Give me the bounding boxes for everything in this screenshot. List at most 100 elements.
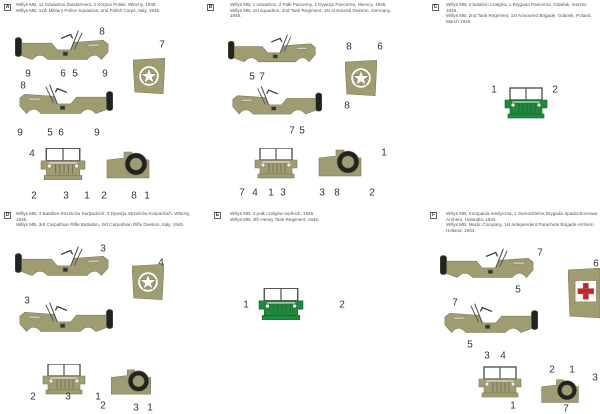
callout: 9 (17, 127, 23, 139)
callout: 4 (158, 257, 164, 269)
callout: 1 (147, 402, 153, 414)
caption-english: Willys MB, Medic Company, 1st Independen… (446, 222, 595, 233)
panel-caption: Willys MB, 11 Szwadron Żandarmerii, 2 Ko… (16, 2, 196, 13)
callout: 1 (84, 190, 90, 202)
caption-english: Willys MB, 2nd Tank Regiment, 1st Armour… (446, 13, 592, 24)
callout: 8 (131, 190, 137, 202)
callout: 6 (58, 127, 64, 139)
callout: 1 (381, 147, 387, 159)
jeep-rear (318, 148, 362, 180)
callout: 1 (510, 400, 516, 412)
callout: 7 (452, 297, 458, 309)
callout: 6 (60, 68, 66, 80)
callout: 4 (500, 350, 506, 362)
caption-polish: Willys MB, 11 Szwadron Żandarmerii, 2 Ko… (16, 2, 157, 7)
callout: 8 (334, 187, 340, 199)
callout: 4 (252, 187, 258, 199)
callout: 1 (144, 190, 150, 202)
callout: 9 (102, 68, 108, 80)
jeep-front (254, 148, 298, 180)
callout: 3 (484, 350, 490, 362)
hood-star (345, 56, 377, 100)
callout: 2 (30, 391, 36, 403)
callout: 1 (268, 187, 274, 199)
callout: 5 (299, 125, 305, 137)
callout: 7 (239, 187, 245, 199)
callout: 7 (289, 125, 295, 137)
jeep-right-side (17, 84, 113, 120)
jeep-right-side (17, 302, 113, 338)
callout: 5 (467, 339, 473, 351)
callout: 5 (47, 127, 53, 139)
callout: 7 (259, 71, 265, 83)
callout: 2 (549, 364, 555, 376)
jeep-front-green (258, 288, 304, 322)
jeep-rear (540, 378, 580, 406)
callout: 5 (515, 284, 521, 296)
caption-polish: Willys MB, 1 szwadron, 2 Pułk Pancerny, … (230, 2, 387, 7)
callout: 9 (25, 68, 31, 80)
jeep-front (478, 366, 522, 400)
callout: 3 (133, 402, 139, 414)
callout: 2 (101, 190, 107, 202)
callout: 3 (63, 190, 69, 202)
panel-caption: Willys MB, 2 batalion czołgów, 1 Brygada… (446, 2, 596, 24)
callout: 9 (94, 127, 100, 139)
jeep-rear (110, 368, 152, 398)
callout: 3 (100, 243, 106, 255)
hood-red-cross (568, 266, 600, 320)
callout: 1 (491, 84, 497, 96)
callout: 2 (339, 299, 345, 311)
panel-letter: E (214, 212, 221, 219)
callout: 2 (552, 84, 558, 96)
caption-polish: Willys MB, 4 pułk czołgów ciężkich, 1945… (230, 211, 315, 216)
callout: 5 (72, 68, 78, 80)
panel-letter: A (4, 4, 11, 11)
jeep-left-side (15, 30, 111, 66)
callout: 6 (377, 41, 383, 53)
caption-english: Willys MB, 11th Military Police Squadron… (16, 7, 161, 13)
caption-english: Willys MB, 4th Heavy Tank Regiment, 1945… (230, 216, 320, 222)
callout: 6 (593, 258, 599, 270)
callout: 3 (280, 187, 286, 199)
jeep-front (40, 148, 86, 182)
callout: 5 (249, 71, 255, 83)
caption-polish: Willys MB, 2 batalion czołgów, 1 Brygada… (446, 2, 587, 13)
panel-letter: D (4, 212, 11, 219)
callout: 1 (569, 364, 575, 376)
callout: 2 (31, 190, 37, 202)
callout: 2 (369, 187, 375, 199)
callout: 7 (159, 39, 165, 51)
callout: 3 (319, 187, 325, 199)
panel-letter: C (432, 4, 439, 11)
jeep-rear (106, 150, 150, 182)
callout: 8 (99, 26, 105, 38)
caption-polish: Willys MB, Kompania medyczna, 1 Samodzie… (446, 211, 598, 222)
callout: 4 (29, 148, 35, 160)
callout: 7 (537, 247, 543, 259)
callout: 3 (592, 372, 598, 384)
callout: 3 (24, 295, 30, 307)
jeep-front-green (504, 87, 548, 121)
panel-caption: Willys MB, Kompania medyczna, 1 Samodzie… (446, 211, 598, 233)
panel-caption: Willys MB, 3 Batalion Strzelców Karpacki… (16, 211, 198, 228)
panel-letter: F (430, 212, 437, 219)
caption-english: Willys MB, 1st squadron, 2nd Tank Regime… (230, 7, 391, 19)
callout: 8 (346, 41, 352, 53)
callout: 8 (20, 80, 26, 92)
jeep-left-side (15, 246, 111, 282)
jeep-front (42, 364, 86, 396)
callout: 8 (344, 100, 350, 112)
callout: 2 (100, 400, 106, 412)
jeep-left-side (228, 34, 318, 68)
panel-letter: B (207, 4, 214, 11)
caption-polish: Willys MB, 3 Batalion Strzelców Karpacki… (16, 211, 191, 222)
callout: 1 (95, 391, 101, 403)
callout: 7 (563, 403, 569, 414)
caption-english: Willys MB, 3rd Carpathian Rifle Battalio… (16, 222, 185, 228)
jeep-left-side (440, 248, 536, 284)
panel-caption: Willys MB, 1 szwadron, 2 Pułk Pancerny, … (230, 2, 395, 19)
jeep-right-side (230, 86, 322, 120)
hood-star (133, 58, 165, 94)
